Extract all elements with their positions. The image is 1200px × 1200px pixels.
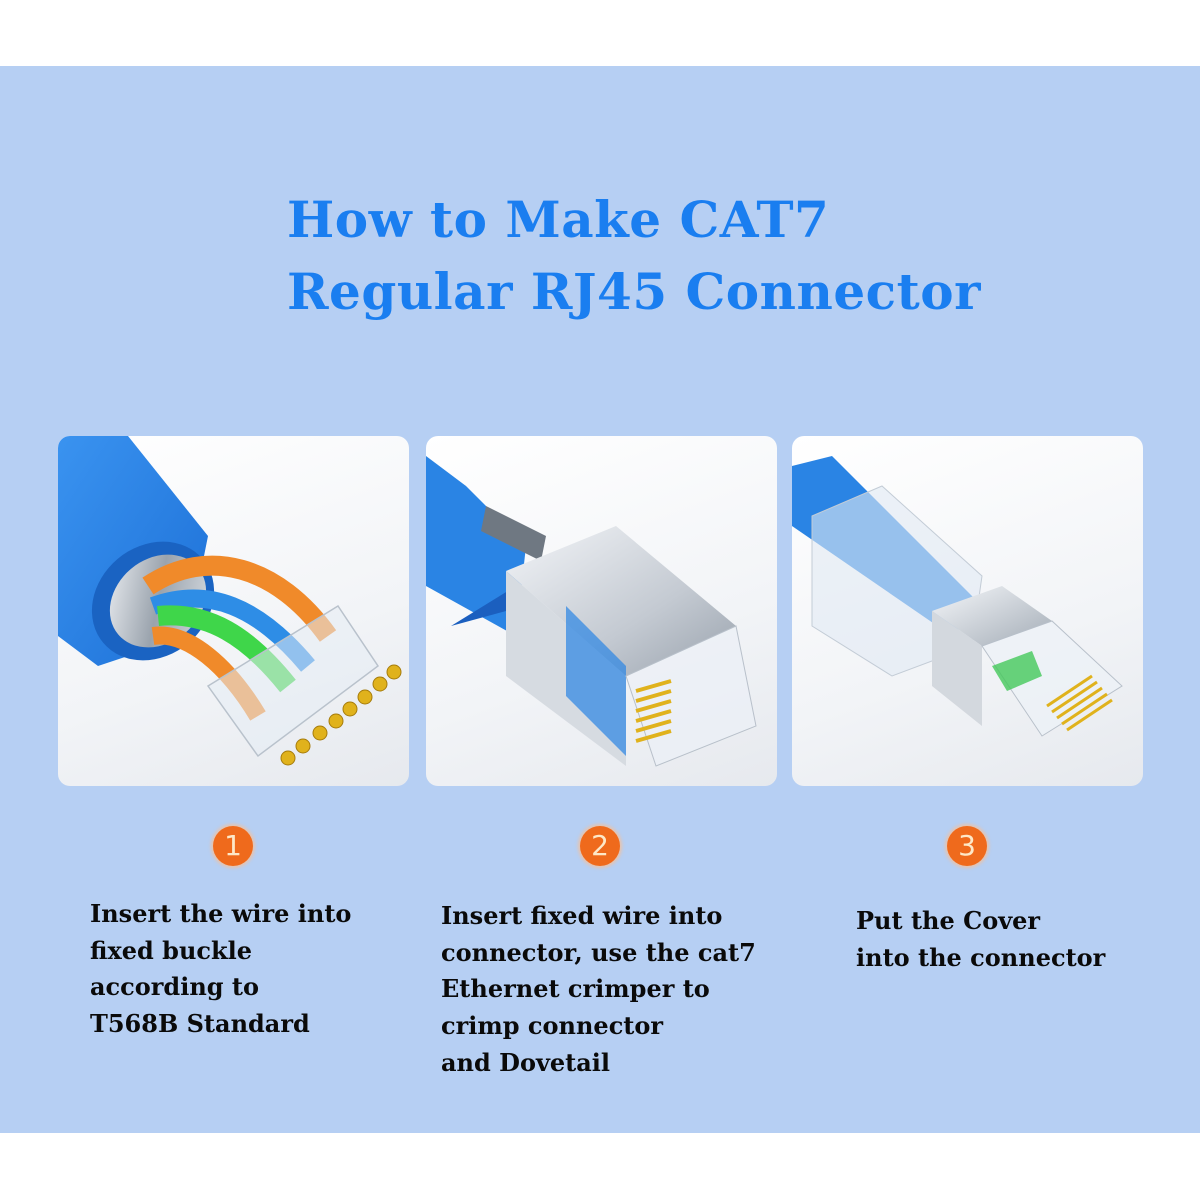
step-2-line: connector, use the cat7: [441, 937, 756, 967]
step-2-line: and Dovetail: [441, 1047, 611, 1077]
step-2-text: Insert fixed wire into connector, use th…: [441, 898, 756, 1082]
step-1-image: [58, 436, 409, 786]
step-3-image: [792, 436, 1143, 786]
step-3-line: Put the Cover: [856, 906, 1041, 935]
step-2-line: Insert fixed wire into: [441, 901, 723, 930]
page-title: How to Make CAT7 Regular RJ45 Connector: [287, 184, 981, 328]
title-line-1: How to Make CAT7: [287, 190, 830, 249]
step-1-badge: 1: [213, 826, 253, 866]
step-2-line: Ethernet crimper to: [441, 974, 710, 1004]
step-1-text: Insert the wire into fixed buckle accord…: [90, 896, 351, 1043]
step-2-image: [426, 436, 777, 786]
step-1-line: according to: [90, 972, 260, 1002]
step-2-line: crimp connector: [441, 1011, 664, 1041]
step-3-line: into the connector: [856, 942, 1106, 972]
step-1-line: fixed buckle: [90, 935, 253, 965]
step-3-badge: 3: [947, 826, 987, 866]
step-2-badge: 2: [580, 826, 620, 866]
step-1-line: T568B Standard: [90, 1009, 310, 1039]
title-line-2: Regular RJ45 Connector: [287, 262, 981, 321]
step-3-text: Put the Cover into the connector: [856, 903, 1105, 976]
step-1-line: Insert the wire into: [90, 899, 352, 928]
connector-with-cover-illustration: [792, 456, 1123, 737]
cable-wires-illustration: [58, 436, 402, 766]
shielded-connector-illustration: [426, 456, 757, 767]
